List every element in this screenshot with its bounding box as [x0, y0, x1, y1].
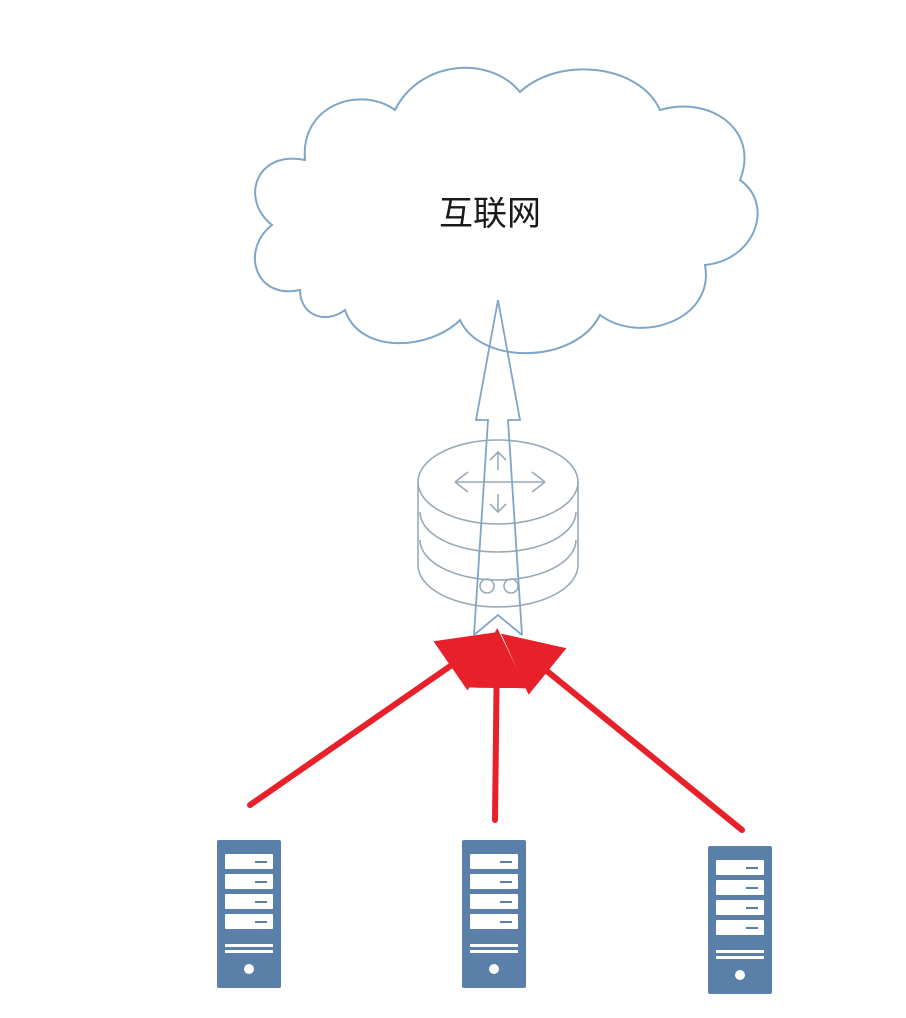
- server-icon: [708, 846, 772, 994]
- cloud-label: 互联网: [439, 194, 541, 234]
- server-icon: [462, 840, 526, 988]
- red-arrow-left: [247, 631, 500, 808]
- router-icon: [417, 439, 579, 608]
- cloud-icon: [254, 66, 759, 355]
- server-icon: [217, 840, 281, 988]
- red-arrow-right: [501, 633, 745, 833]
- red-arrow-center: [466, 628, 527, 823]
